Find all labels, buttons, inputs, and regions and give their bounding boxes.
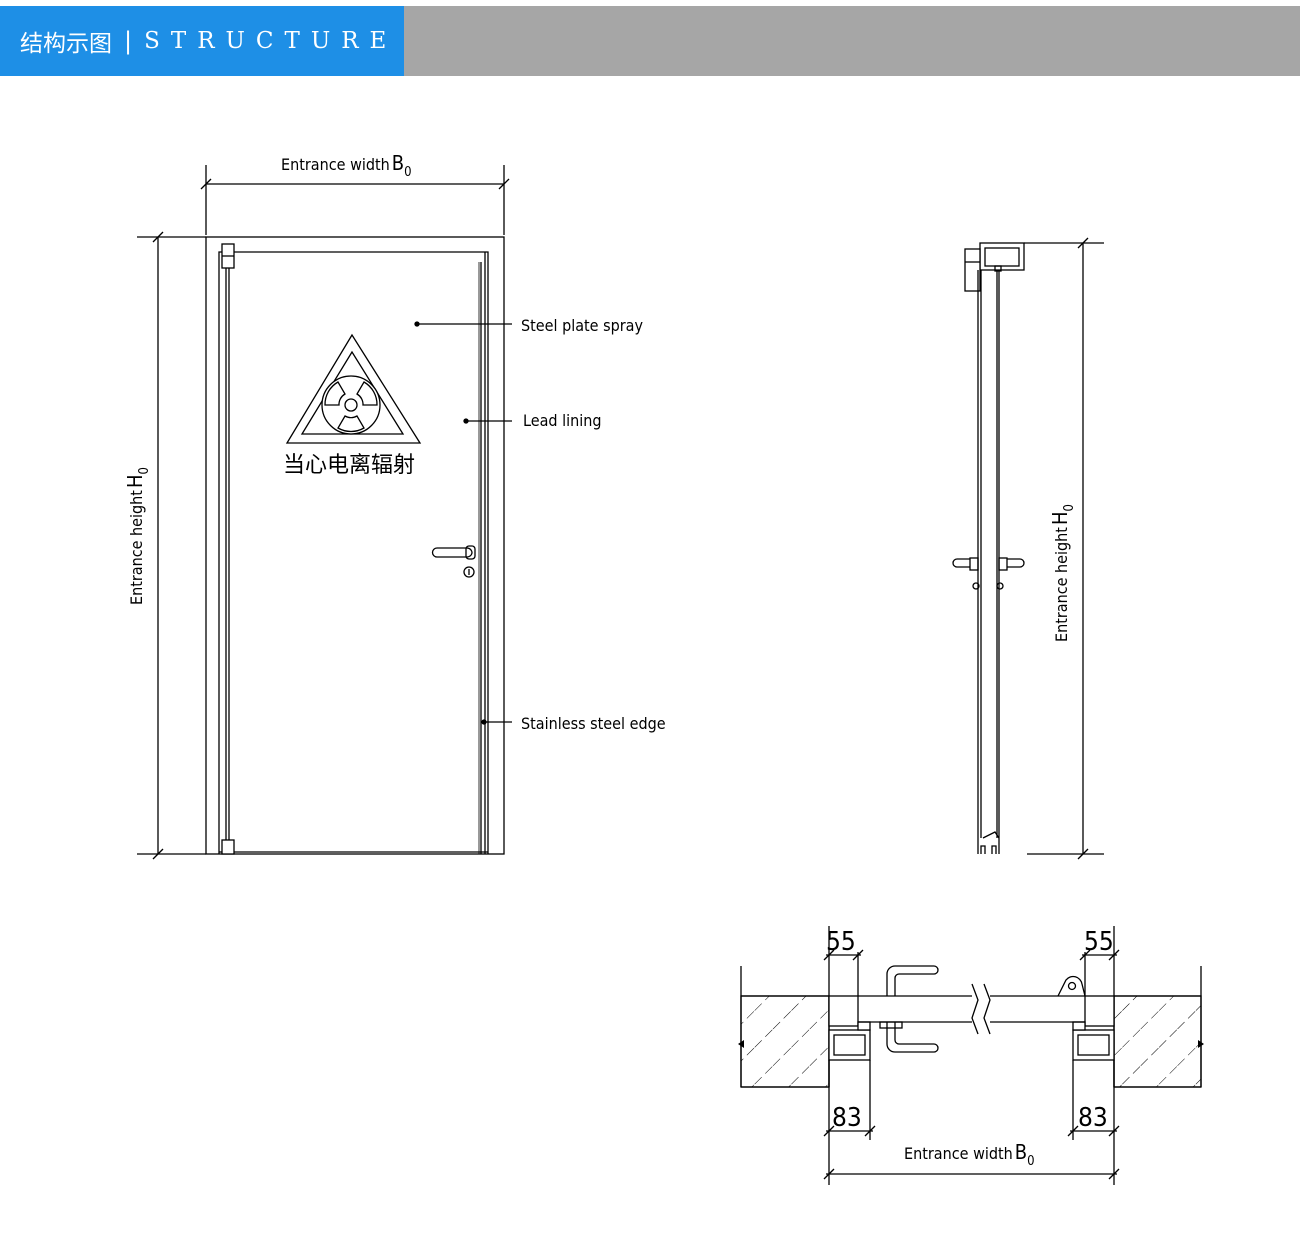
side-door-leaf [977, 270, 1000, 854]
plan-view: 55 55 83 83 [738, 926, 1204, 1185]
wall-right [1113, 966, 1204, 1088]
lock-cylinder-icon [463, 566, 475, 578]
frame-profile-right [1072, 995, 1115, 1061]
callout-stainless-steel-edge-label: Stainless steel edge [521, 714, 666, 733]
callout-lead-lining-label: Lead lining [523, 411, 602, 430]
header-title-cn: 结构示图 [20, 31, 112, 57]
side-view: Entrance heightH0 [952, 237, 1104, 860]
radiation-warning-sign: 当心电离辐射 [283, 333, 422, 478]
plan-dim-top-right: 55 [1079, 926, 1120, 996]
plan-dim-bottom-left: 83 [823, 1060, 876, 1185]
door-frame [205, 236, 505, 855]
radiation-sign-text: 当心电离辐射 [283, 453, 415, 478]
header-title-block: 结构示图 | STRUCTURE [0, 6, 404, 76]
door-leaf [221, 243, 482, 855]
front-width-symbol: B [392, 151, 404, 175]
plan-dim-bottom-left-value: 83 [832, 1103, 862, 1133]
svg-text:Entrance heightH0: Entrance heightH0 [1048, 504, 1077, 642]
header-title-en: STRUCTURE [144, 28, 398, 54]
front-width-label: Entrance width [281, 155, 390, 174]
plan-door-leaf [858, 983, 1085, 1035]
callout-steel-plate-spray-label: Steel plate spray [521, 316, 643, 335]
side-height-dimension: Entrance heightH0 [1024, 237, 1104, 860]
svg-text:Entrance heightH0: Entrance heightH0 [123, 467, 152, 605]
front-height-label: Entrance height [127, 490, 146, 605]
side-handle-icon [952, 557, 1025, 590]
plan-dim-bottom-right-value: 83 [1078, 1103, 1108, 1133]
side-frame-head [964, 242, 1025, 292]
front-width-sub: 0 [404, 165, 411, 180]
header-bar: 结构示图 | STRUCTURE [0, 6, 1300, 76]
callout-steel-plate-spray: Steel plate spray [414, 316, 643, 335]
plan-dim-bottom-right: 83 [1067, 1060, 1120, 1185]
plan-width-sub: 0 [1027, 1154, 1034, 1169]
plan-hinge-icon [1057, 975, 1086, 997]
door-handle-icon [431, 545, 476, 560]
wall-left [738, 966, 830, 1088]
plan-handle-icon [879, 965, 939, 1053]
radiation-trefoil-icon [321, 375, 381, 435]
plan-width-symbol: B [1015, 1140, 1027, 1164]
front-height-dimension: Entrance heightH0 [123, 231, 206, 860]
frame-profile-left [828, 995, 871, 1061]
side-height-symbol: H [1048, 512, 1072, 526]
callout-lead-lining: Lead lining [463, 411, 602, 430]
header-separator: | [124, 27, 133, 55]
plan-dim-top-right-value: 55 [1084, 927, 1114, 957]
callout-stainless-steel-edge: Stainless steel edge [481, 714, 666, 733]
plan-dim-top-left-value: 55 [826, 927, 856, 957]
plan-dim-top-left: 55 [823, 926, 864, 996]
side-height-label: Entrance height [1052, 527, 1071, 642]
front-height-sub: 0 [137, 467, 152, 474]
side-height-sub: 0 [1062, 504, 1077, 511]
front-height-symbol: H [123, 475, 147, 489]
plan-width-label: Entrance width [904, 1144, 1013, 1163]
